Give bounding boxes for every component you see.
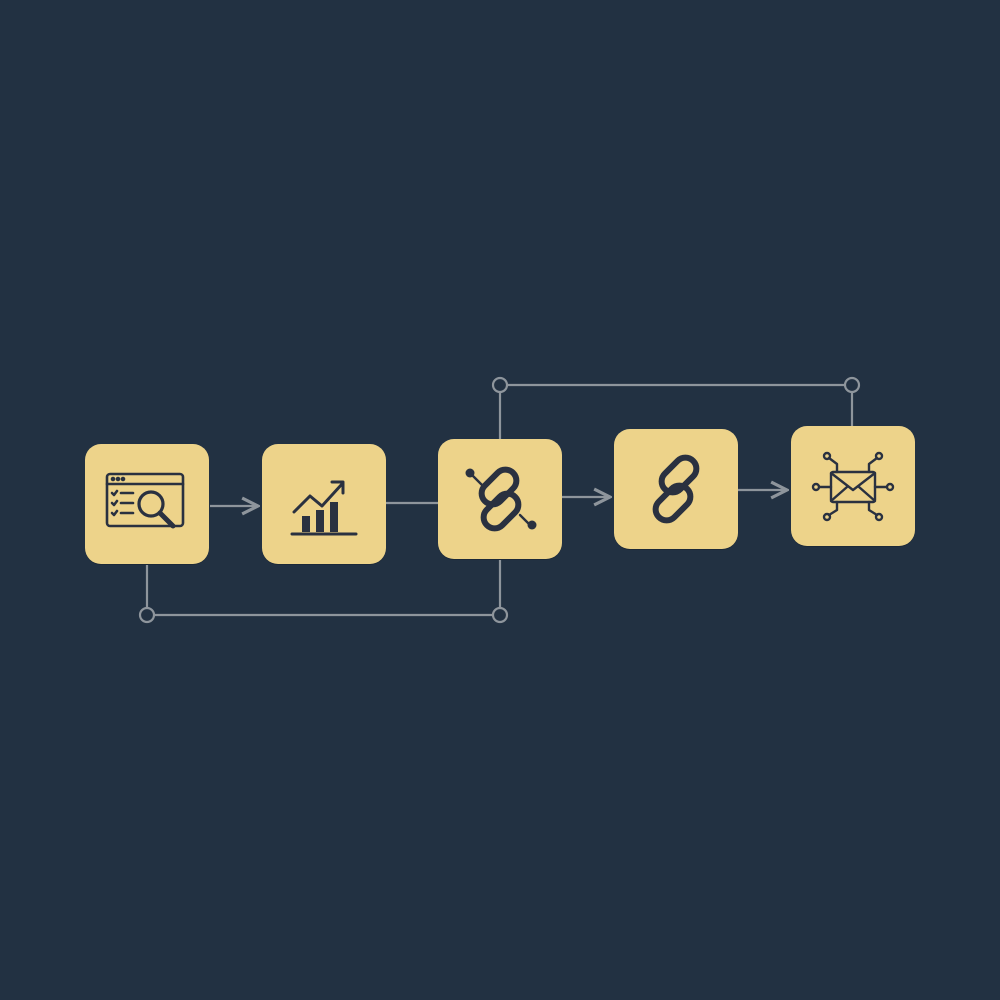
workflow-node-4[interactable] <box>614 429 738 549</box>
workflow-node-1[interactable] <box>85 444 209 564</box>
workflow-node-3[interactable] <box>438 439 562 559</box>
workflow-node-2[interactable] <box>262 444 386 564</box>
growth-chart-icon <box>290 480 358 536</box>
junction-dot <box>138 606 156 624</box>
bottom-bracket-connector <box>145 560 502 617</box>
top-bracket-connector <box>498 383 854 439</box>
junction-dot <box>843 376 861 394</box>
junction-dot <box>491 606 509 624</box>
browser-search-icon <box>105 472 185 529</box>
broken-link-icon <box>465 466 537 532</box>
workflow-node-5[interactable] <box>791 426 915 546</box>
chain-link-icon <box>652 454 700 524</box>
email-network-icon <box>811 451 895 522</box>
junction-dot <box>491 376 509 394</box>
